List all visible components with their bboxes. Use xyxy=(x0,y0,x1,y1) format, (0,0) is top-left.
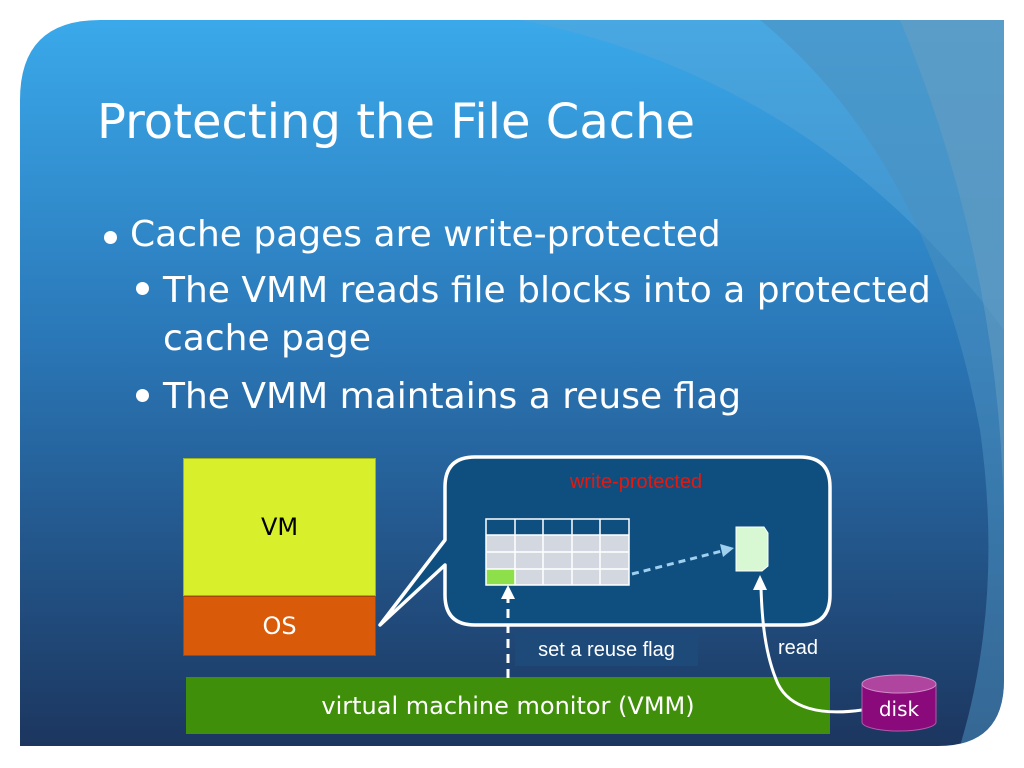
slide-title: Protecting the File Cache xyxy=(97,94,696,150)
read-label: read xyxy=(778,637,819,659)
cache-page-table xyxy=(485,518,630,586)
dashed-arrow-to-page xyxy=(631,544,734,576)
vm-box xyxy=(183,458,376,596)
vmm-label: virtual machine monitor (VMM) xyxy=(321,692,695,720)
os-label: OS xyxy=(262,612,297,640)
reuse-flag-label: set a reuse flag xyxy=(538,639,675,661)
bullet-vmm-reads-line-1: The VMM reads file blocks into a protect… xyxy=(163,270,931,311)
bullet-vmm-reads-line-2: cache page xyxy=(163,318,371,359)
bullet-reuse-flag: The VMM maintains a reuse flag xyxy=(163,376,742,417)
disk-icon xyxy=(861,674,937,732)
os-box xyxy=(183,596,376,656)
dashed-arrow-set-flag xyxy=(501,585,515,678)
cache-page-icon xyxy=(735,526,769,572)
reuse-flag-label-box xyxy=(515,634,698,666)
read-arrow xyxy=(753,575,863,714)
bullet-dot-icon xyxy=(136,282,149,295)
bullet-dot-icon xyxy=(136,389,149,402)
bullet-cache-pages: Cache pages are write-protected xyxy=(130,214,721,255)
disk-label: disk xyxy=(878,697,920,721)
reuse-flag-cell xyxy=(486,569,515,585)
vm-label: VM xyxy=(260,513,299,541)
bullet-dot-icon xyxy=(104,231,117,244)
write-protected-label: write-protected xyxy=(569,471,703,493)
vmm-bar xyxy=(186,677,830,734)
